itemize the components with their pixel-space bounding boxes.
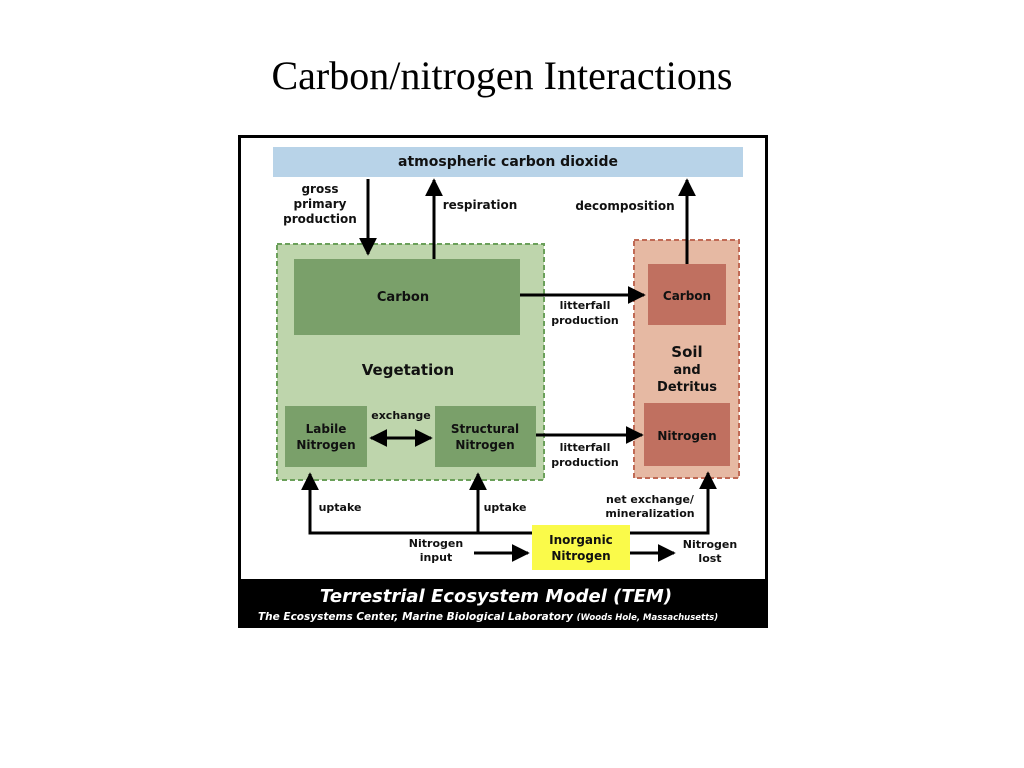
structural-nitrogen-label-2: Nitrogen (455, 438, 514, 452)
litterfall-carbon-label-2: production (551, 314, 619, 327)
vegetation-carbon-label: Carbon (377, 290, 429, 305)
caption-credit-location: (Woods Hole, Massachusetts) (577, 613, 719, 623)
caption-credit: The Ecosystems Center, Marine Biological… (258, 611, 718, 623)
vegetation-label: Vegetation (362, 361, 454, 379)
caption-credit-main: The Ecosystems Center, Marine Biological… (258, 611, 574, 623)
respiration-label: respiration (443, 198, 518, 212)
litterfall-nitrogen-label-1: litterfall (560, 441, 611, 454)
structural-nitrogen-label-1: Structural (451, 422, 519, 436)
slide-title: Carbon/nitrogen Interactions (271, 53, 733, 98)
vegetation-carbon-box (294, 259, 520, 335)
gpp-label-2: primary (294, 197, 347, 211)
tem-diagram: atmospheric carbon dioxide Carbon Vegeta… (238, 135, 768, 628)
structural-nitrogen-box (435, 406, 536, 467)
net-exchange-label-1: net exchange/ (606, 493, 695, 506)
exchange-label: exchange (371, 409, 431, 422)
inorganic-nitrogen-box (532, 525, 630, 570)
soil-label-1: Soil (671, 343, 702, 361)
soil-carbon-box (648, 264, 726, 325)
gpp-label-3: production (283, 212, 357, 226)
soil-label-3: Detritus (657, 380, 717, 395)
tem-diagram-svg: atmospheric carbon dioxide Carbon Vegeta… (241, 138, 765, 623)
uptake-left-label: uptake (319, 501, 362, 514)
litterfall-carbon-label-1: litterfall (560, 299, 611, 312)
inorganic-nitrogen-label-2: Nitrogen (551, 549, 610, 563)
labile-nitrogen-label-2: Nitrogen (296, 438, 355, 452)
nitrogen-input-label-1: Nitrogen (409, 537, 463, 550)
uptake-right-label: uptake (484, 501, 527, 514)
litterfall-nitrogen-label-2: production (551, 456, 619, 469)
uptake-left-arrow (301, 472, 532, 535)
soil-nitrogen-box (644, 403, 730, 466)
nitrogen-input-label-2: input (420, 551, 453, 564)
soil-label-2: and (673, 363, 700, 378)
atmosphere-bar (273, 147, 743, 177)
labile-nitrogen-label-1: Labile (306, 422, 347, 436)
net-exchange-label-2: mineralization (605, 507, 694, 520)
soil-nitrogen-label: Nitrogen (657, 429, 716, 443)
soil-carbon-label: Carbon (663, 289, 711, 303)
atmosphere-label: atmospheric carbon dioxide (398, 154, 618, 170)
inorganic-nitrogen-label-1: Inorganic (549, 533, 613, 547)
net-exchange-arrow (630, 471, 717, 535)
caption-title: Terrestrial Ecosystem Model (TEM) (320, 586, 672, 607)
decomposition-label: decomposition (575, 199, 674, 213)
nitrogen-lost-label-2: lost (698, 552, 721, 565)
nitrogen-lost-label-1: Nitrogen (683, 538, 737, 551)
labile-nitrogen-box (285, 406, 367, 467)
gpp-label-1: gross (301, 182, 338, 196)
